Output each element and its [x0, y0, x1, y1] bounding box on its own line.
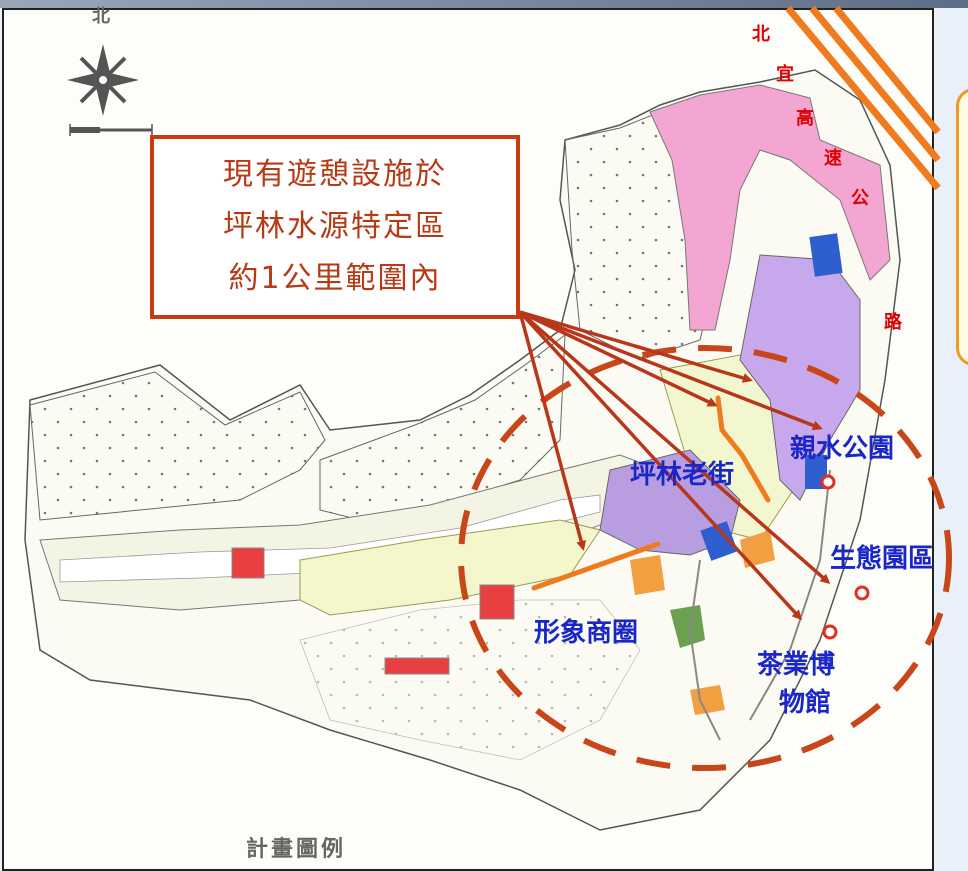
east-road: [749, 469, 831, 721]
callout-line-1: 現有遊憩設施於: [223, 157, 447, 192]
red-block-2: [479, 584, 515, 620]
place-tea-museum-line1: 茶業博: [757, 650, 836, 680]
river-strip: [59, 494, 601, 583]
red-block-1: [231, 547, 265, 579]
blue-block-1: [809, 233, 843, 277]
highway-char-1: 北: [752, 24, 770, 45]
scale-bar: [69, 124, 153, 136]
callout-box: 現有遊憩設施於 坪林水源特定區 約1公里範圍內: [150, 135, 520, 319]
north-hill-zone: [319, 333, 566, 521]
pink-zone: [649, 84, 891, 331]
shopping-district-line: [531, 541, 661, 591]
highway-char-2: 宜: [776, 64, 794, 85]
place-eco-park: 生態園區: [830, 544, 935, 574]
highway-stripe-1: [785, 5, 941, 191]
note-box: [956, 88, 968, 366]
one-km-radius-circle: [458, 345, 952, 771]
location-markers: [820, 474, 870, 640]
western-zone: [29, 371, 326, 521]
place-old-street: 坪林老街: [630, 460, 735, 490]
place-waterfront-park: 親水公園: [790, 434, 895, 464]
legend-caption: 計畫圖例: [246, 836, 347, 862]
orange-block-3: [740, 530, 775, 568]
orange-block-1: [630, 555, 665, 595]
south-zone: [299, 599, 641, 761]
highway-char-5: 公: [851, 188, 869, 209]
place-image-district: 形象商圈: [534, 618, 639, 648]
highway-stripe-3: [833, 5, 941, 135]
highway-char-3: 高: [796, 108, 814, 129]
highway-char-6: 路: [884, 312, 902, 333]
callout-arrows: [518, 310, 831, 621]
green-block: [670, 605, 705, 648]
place-tea-museum-line2: 物館: [779, 688, 832, 718]
orange-block-2: [690, 685, 725, 715]
blue-block-3: [700, 521, 738, 561]
main-road: [688, 559, 721, 741]
north-label: 北: [92, 6, 110, 27]
highway-stripe-2: [809, 5, 941, 163]
highway-char-4: 速: [824, 148, 842, 169]
callout-line-2: 坪林水源特定區: [223, 209, 447, 244]
old-street-line: [715, 395, 771, 503]
red-block-3: [384, 657, 450, 675]
compass-rose-icon: [67, 44, 139, 116]
callout-line-3: 約1公里範圍內: [228, 261, 442, 296]
slide-top-bar: [0, 0, 968, 8]
